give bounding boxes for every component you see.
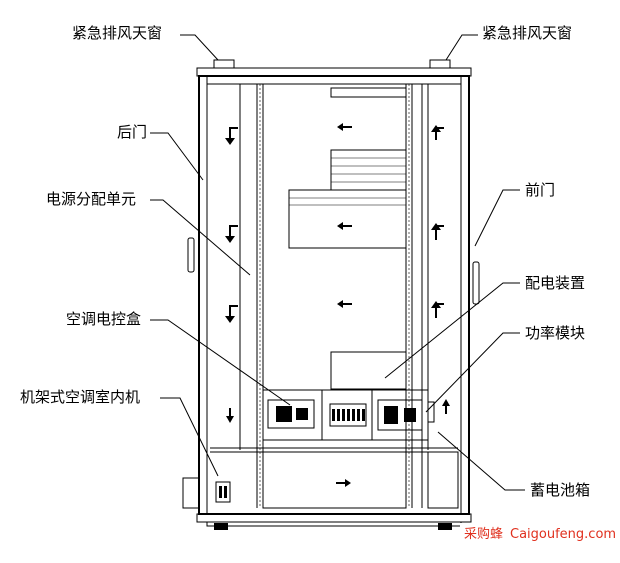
label-front-door: 前门 xyxy=(525,181,555,199)
leader-ac-control-box xyxy=(150,319,291,406)
top-shelf xyxy=(330,87,407,98)
airflow-arrow-curved xyxy=(431,223,444,240)
leader-rack-ac xyxy=(160,397,219,477)
airflow-arrow-left xyxy=(337,123,352,131)
label-emergency-vent-right: 紧急排风天窗 xyxy=(482,24,572,42)
label-power-distribution-unit: 电源分配单元 xyxy=(46,190,136,208)
label-ac-control-box: 空调电控盒 xyxy=(66,310,141,328)
air-ducts xyxy=(239,84,429,508)
cabinet-base-rail xyxy=(206,521,462,527)
airflow-arrow-curved xyxy=(225,127,238,145)
distribution-stack xyxy=(330,149,407,191)
label-distribution-device: 配电装置 xyxy=(525,274,585,292)
leader-battery-box xyxy=(437,431,525,491)
leader-front-door xyxy=(474,189,520,247)
terminal-block xyxy=(329,403,367,427)
rack-equipment xyxy=(210,87,459,509)
label-battery-box: 蓄电池箱 xyxy=(530,481,590,499)
power-module-block xyxy=(377,399,423,431)
label-power-module: 功率模块 xyxy=(525,324,585,342)
watermark-cn: 采购蜂 xyxy=(464,526,503,542)
leader-power-module xyxy=(425,332,520,413)
label-rack-ac-indoor-unit: 机架式空调室内机 xyxy=(20,388,140,406)
airflow-arrow-down xyxy=(226,408,234,423)
power-distribution-unit-block xyxy=(288,189,407,249)
labels: 紧急排风天窗 紧急排风天窗 后门 前门 电源分配单元 配电装置 空调电控盒 功率… xyxy=(20,24,590,499)
airflow-arrow-curved xyxy=(225,305,238,323)
leader-lines xyxy=(150,34,525,491)
leader-rear-door xyxy=(150,132,204,181)
airflow-arrow-curved xyxy=(225,225,238,243)
vent-hump-left xyxy=(213,59,235,69)
module-latch xyxy=(427,401,435,423)
airflow-arrow-right xyxy=(336,479,351,487)
watermark: 采购蜂 Caigoufeng.com xyxy=(460,523,618,543)
distribution-device-block xyxy=(330,351,407,390)
leader-vent-left xyxy=(180,34,219,61)
leader-distribution-device xyxy=(384,282,520,379)
airflow-arrow-curved xyxy=(431,301,444,318)
cabinet-base xyxy=(196,513,472,523)
watermark-en: Caigoufeng.com xyxy=(510,527,616,542)
label-emergency-vent-left: 紧急排风天窗 xyxy=(72,24,162,42)
bottom-left-unit xyxy=(215,481,231,503)
airflow-arrow-left xyxy=(337,222,352,230)
external-box-left xyxy=(182,477,200,509)
battery-box-block xyxy=(262,451,407,509)
rear-door-handle xyxy=(187,237,195,273)
leader-pdu xyxy=(150,199,251,276)
airflow-arrow-up xyxy=(442,399,450,414)
airflow-arrows xyxy=(225,123,450,487)
caster-left xyxy=(214,523,228,530)
cabinet-top-cap xyxy=(196,67,472,77)
vent-hump-right xyxy=(429,59,451,69)
label-rear-door: 后门 xyxy=(117,123,147,141)
airflow-arrow-left xyxy=(337,300,352,308)
leader-vent-right xyxy=(445,34,478,61)
right-lower-box xyxy=(427,451,459,509)
front-door-handle xyxy=(472,261,480,305)
caster-right xyxy=(438,523,452,530)
airflow-arrow-curved xyxy=(431,125,444,140)
ac-control-box-block xyxy=(267,399,315,429)
